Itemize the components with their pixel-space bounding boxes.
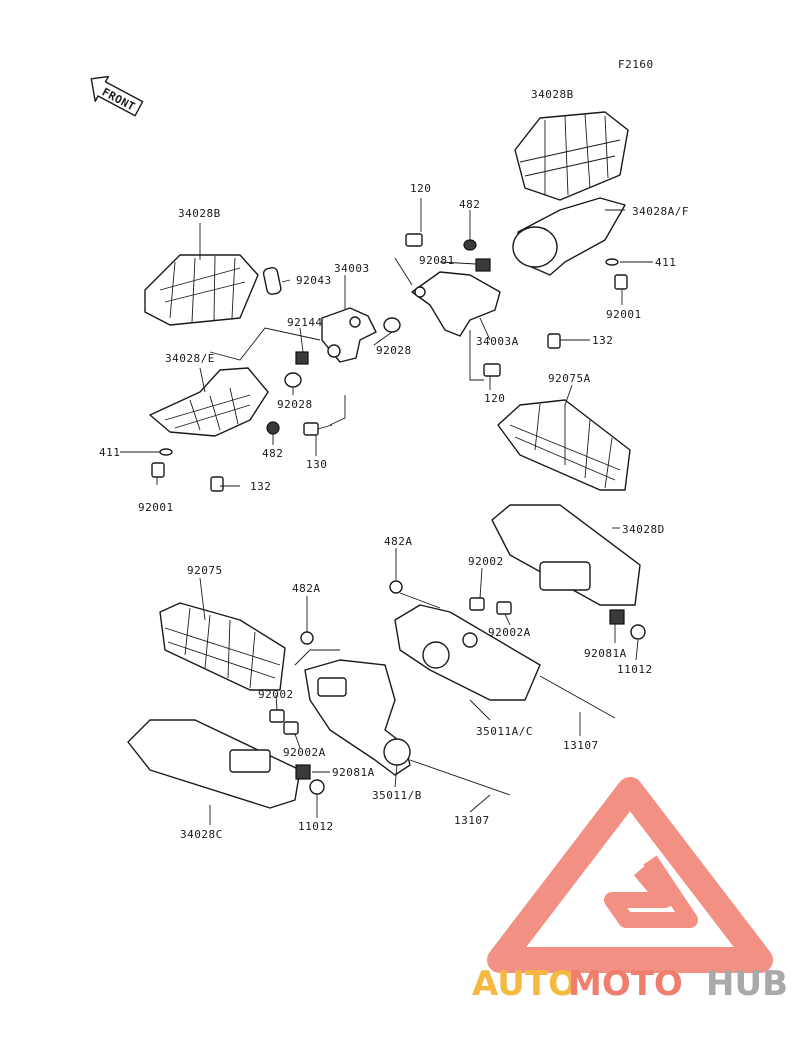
- part-label: 35011/B: [372, 789, 422, 802]
- part-label: 34003: [334, 262, 370, 275]
- bracket-35011B: [304, 659, 411, 776]
- footpeg-rubber-right: [514, 111, 629, 201]
- part-label: 411: [99, 446, 120, 459]
- figure-code: F2160: [618, 58, 654, 71]
- part-label: 120: [410, 182, 431, 195]
- nut-11012-right: [630, 624, 646, 640]
- bolt-120-bottom: [483, 363, 501, 377]
- part-label: 92081A: [332, 766, 375, 779]
- part-label: 482A: [384, 535, 413, 548]
- spring-92144: [295, 351, 309, 365]
- part-label: 132: [250, 480, 271, 493]
- part-label: 482: [459, 198, 480, 211]
- bolt-92002A-left: [283, 721, 299, 735]
- floorboard-rubber-92075: [159, 602, 286, 691]
- part-label: 482A: [292, 582, 321, 595]
- part-label: 92081: [419, 254, 455, 267]
- footpeg-bracket-right: [512, 197, 626, 276]
- washer-482A-right: [389, 580, 403, 594]
- part-label: 35011A/C: [476, 725, 533, 738]
- part-label: 34003A: [476, 335, 519, 348]
- part-labels: 34028B 92043 34003 92144 92028 34028/E 9…: [99, 88, 689, 841]
- clip-411-left: [159, 448, 173, 456]
- part-label: 411: [655, 256, 676, 269]
- part-label: 120: [484, 392, 505, 405]
- part-label: 34028/E: [165, 352, 215, 365]
- spring-92081A-right: [609, 609, 625, 625]
- bolt-132-left: [210, 476, 224, 492]
- part-label: 92075: [187, 564, 223, 577]
- part-label: 130: [306, 458, 327, 471]
- part-label: 11012: [617, 663, 653, 676]
- part-label: 92001: [606, 308, 642, 321]
- floorboard-34028D: [491, 504, 641, 606]
- part-label: 92075A: [548, 372, 591, 385]
- leader-lines: [120, 198, 653, 825]
- part-label: 92028: [277, 398, 313, 411]
- watermark-auto: AUTO: [472, 964, 577, 1004]
- bracket-35011AC: [394, 604, 541, 701]
- bolt-130: [303, 422, 333, 436]
- watermark-hub: HUB: [706, 964, 788, 1004]
- spring-92081A-left: [295, 764, 311, 780]
- part-label: 92144: [287, 316, 323, 329]
- nut-11012-left: [309, 779, 325, 795]
- nipple-92001-right: [614, 274, 628, 290]
- floorboard-rubber-92075A: [497, 399, 631, 491]
- watermark-g-icon: [604, 855, 698, 928]
- part-label: 34028A/F: [632, 205, 689, 218]
- bolt-132-right: [547, 333, 561, 349]
- part-label: 11012: [298, 820, 334, 833]
- clip-411-right: [605, 258, 619, 266]
- part-label: 92081A: [584, 647, 627, 660]
- watermark-moto: MOTO: [568, 964, 683, 1004]
- collar-92028-b: [284, 372, 302, 388]
- part-label: 92002: [468, 555, 504, 568]
- bolt-120-top: [405, 233, 423, 247]
- spring-92081: [475, 258, 491, 272]
- part-label: 13107: [454, 814, 490, 827]
- watermark-text: AUTO MOTO HUB: [472, 964, 788, 1004]
- watermark-triangle-icon: [487, 777, 773, 973]
- bracket-34003A: [411, 271, 501, 337]
- nipple-92001-left: [151, 462, 165, 478]
- bolt-92002-right: [469, 597, 485, 611]
- part-label: 13107: [563, 739, 599, 752]
- part-label: 92002A: [283, 746, 326, 759]
- part-label: 34028B: [178, 207, 221, 220]
- part-label: 92028: [376, 344, 412, 357]
- part-label: 482: [262, 447, 283, 460]
- part-label: 92043: [296, 274, 332, 287]
- bracket-34003: [321, 307, 377, 363]
- footpeg-bracket-left: [149, 367, 269, 437]
- part-label: 92002: [258, 688, 294, 701]
- part-label: 34028C: [180, 828, 223, 841]
- part-label: 92001: [138, 501, 174, 514]
- front-arrow: FRONT: [90, 75, 144, 117]
- pin-92043: [262, 267, 282, 295]
- washer-482-left: [266, 421, 280, 435]
- bolt-92002-left: [269, 709, 285, 723]
- floorboard-34028C: [127, 719, 301, 809]
- washer-482-right: [463, 239, 477, 251]
- part-label: 34028B: [531, 88, 574, 101]
- part-label: 92002A: [488, 626, 531, 639]
- part-label: 34028D: [622, 523, 665, 536]
- footpeg-rubber-left: [144, 254, 259, 326]
- collar-92028-a: [383, 317, 401, 333]
- washer-482A-left: [300, 631, 314, 645]
- shaft-13107-right: [539, 675, 616, 719]
- part-label: 132: [592, 334, 613, 347]
- shaft-13107-left: [409, 759, 511, 796]
- watermark-logo: [487, 777, 773, 973]
- bolt-92002A-right: [496, 601, 512, 615]
